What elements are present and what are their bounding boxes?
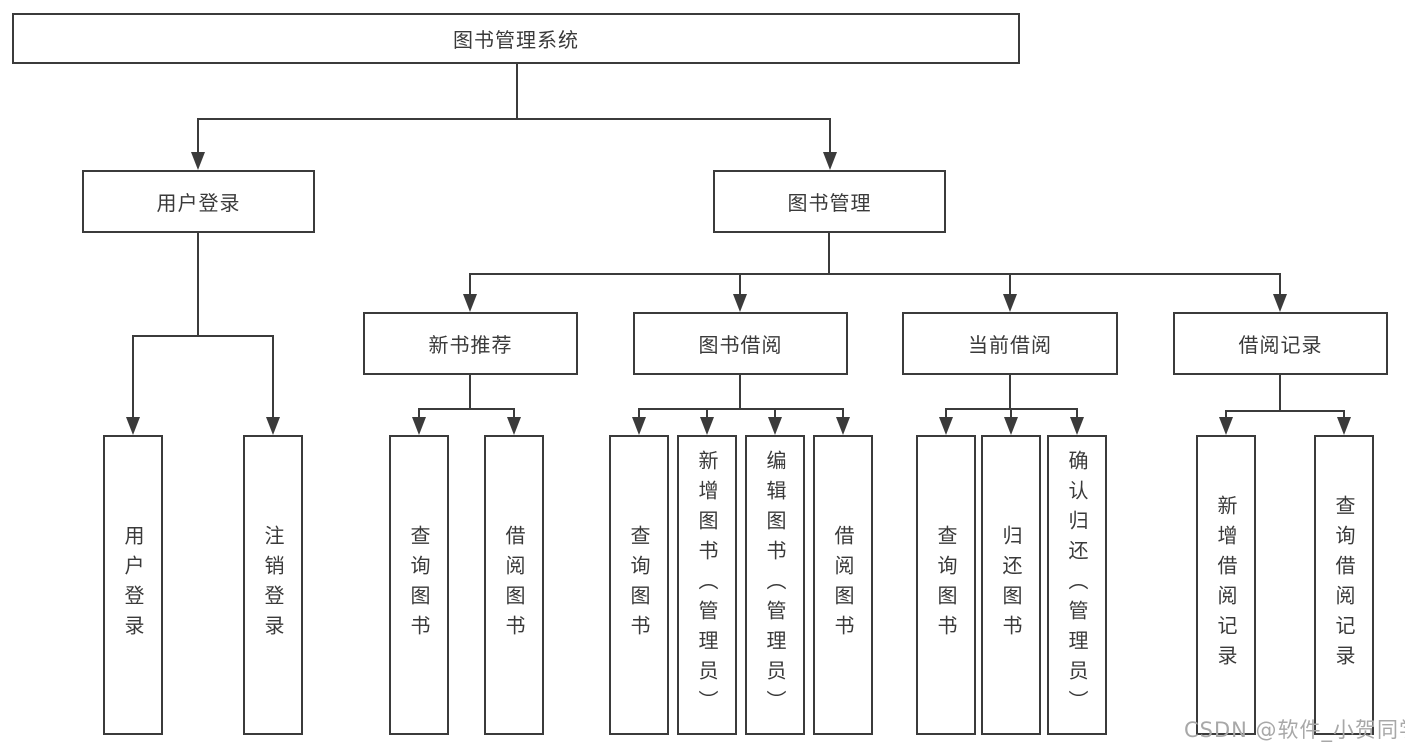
arrow-down-icon: [412, 417, 426, 435]
connector-to-leaf-return-book: [1010, 408, 1012, 417]
connector-to-borrow-record: [1279, 273, 1281, 294]
connector-borrow-record-split: [1225, 410, 1345, 412]
connector-to-current-borrow: [1009, 273, 1011, 294]
connector-book-management-split: [469, 273, 1281, 275]
arrow-down-icon: [1337, 417, 1351, 435]
arrow-down-icon: [266, 417, 280, 435]
arrow-down-icon: [1273, 294, 1287, 312]
connector-to-leaf-query-book-recommend: [418, 408, 420, 417]
leaf-return-book: 归还图书: [981, 435, 1041, 735]
arrow-down-icon: [507, 417, 521, 435]
connector-book-management-stem: [828, 233, 830, 273]
arrow-down-icon: [1003, 294, 1017, 312]
connector-to-leaf-add-book-admin: [706, 408, 708, 417]
connector-root-to-book-management: [829, 118, 831, 152]
arrow-down-icon: [463, 294, 477, 312]
connector-book-borrow-stem: [739, 375, 741, 408]
leaf-confirm-return-admin: 确认归还（管理员）: [1047, 435, 1107, 735]
leaf-edit-book-admin-label: 编辑图书（管理员）: [763, 450, 787, 720]
connector-book-borrow-split: [638, 408, 844, 410]
leaf-user-login: 用户登录: [103, 435, 163, 735]
arrow-down-icon: [733, 294, 747, 312]
connector-to-leaf-borrow-book: [842, 408, 844, 417]
leaf-borrow-book-recommend-label: 借阅图书: [502, 525, 526, 645]
connector-new-book-recommend-stem: [469, 375, 471, 408]
node-book-management-label: 图书管理: [787, 191, 872, 215]
leaf-query-book-current: 查询图书: [916, 435, 976, 735]
connector-to-leaf-query-book-borrow: [638, 408, 640, 417]
arrow-down-icon: [1070, 417, 1084, 435]
node-book-borrow-label: 图书借阅: [698, 333, 783, 357]
arrow-down-icon: [939, 417, 953, 435]
leaf-query-book-recommend-label: 查询图书: [407, 525, 431, 645]
connector-root-stem: [516, 64, 518, 118]
connector-to-leaf-query-book-current: [945, 408, 947, 417]
connector-to-leaf-logout: [272, 335, 274, 417]
connector-to-new-book-recommend: [469, 273, 471, 294]
connector-to-leaf-borrow-book-recommend: [513, 408, 515, 417]
arrow-down-icon: [191, 152, 205, 170]
connector-user-login-stem: [197, 233, 199, 335]
node-new-book-recommend: 新书推荐: [363, 312, 578, 375]
leaf-borrow-book-label: 借阅图书: [831, 525, 855, 645]
leaf-query-book-borrow-label: 查询图书: [627, 525, 651, 645]
node-root: 图书管理系统: [12, 13, 1020, 64]
arrow-down-icon: [126, 417, 140, 435]
connector-to-leaf-query-borrow-record: [1343, 410, 1345, 417]
node-book-borrow: 图书借阅: [633, 312, 848, 375]
connector-borrow-record-stem: [1279, 375, 1281, 410]
leaf-query-book-current-label: 查询图书: [934, 525, 958, 645]
connector-to-leaf-confirm-return-admin: [1076, 408, 1078, 417]
connector-root-split: [197, 118, 831, 120]
leaf-query-book-borrow: 查询图书: [609, 435, 669, 735]
connector-new-book-recommend-split: [418, 408, 515, 410]
node-borrow-record: 借阅记录: [1173, 312, 1388, 375]
connector-root-to-user-login: [197, 118, 199, 152]
connector-to-book-borrow: [739, 273, 741, 294]
connector-to-leaf-user-login: [132, 335, 134, 417]
arrow-down-icon: [1219, 417, 1233, 435]
node-user-login-label: 用户登录: [156, 191, 241, 215]
leaf-query-borrow-record: 查询借阅记录: [1314, 435, 1374, 735]
watermark: CSDN @软件_小贺同学: [1184, 718, 1405, 742]
node-current-borrow-label: 当前借阅: [968, 333, 1052, 357]
leaf-query-book-recommend: 查询图书: [389, 435, 449, 735]
connector-to-leaf-add-borrow-record: [1225, 410, 1227, 417]
leaf-edit-book-admin: 编辑图书（管理员）: [745, 435, 805, 735]
leaf-logout-label: 注销登录: [261, 525, 285, 645]
leaf-add-book-admin-label: 新增图书（管理员）: [695, 450, 719, 720]
arrow-down-icon: [700, 417, 714, 435]
node-new-book-recommend-label: 新书推荐: [428, 333, 513, 357]
node-book-management: 图书管理: [713, 170, 946, 233]
leaf-return-book-label: 归还图书: [999, 525, 1023, 645]
leaf-user-login-label: 用户登录: [121, 525, 145, 645]
leaf-borrow-book-recommend: 借阅图书: [484, 435, 544, 735]
leaf-add-borrow-record-label: 新增借阅记录: [1214, 495, 1238, 675]
leaf-add-book-admin: 新增图书（管理员）: [677, 435, 737, 735]
node-user-login: 用户登录: [82, 170, 315, 233]
arrow-down-icon: [836, 417, 850, 435]
arrow-down-icon: [768, 417, 782, 435]
connector-to-leaf-edit-book-admin: [774, 408, 776, 417]
connector-user-login-split: [132, 335, 274, 337]
leaf-logout: 注销登录: [243, 435, 303, 735]
leaf-add-borrow-record: 新增借阅记录: [1196, 435, 1256, 735]
arrow-down-icon: [1004, 417, 1018, 435]
arrow-down-icon: [823, 152, 837, 170]
node-borrow-record-label: 借阅记录: [1238, 333, 1323, 357]
arrow-down-icon: [632, 417, 646, 435]
node-current-borrow: 当前借阅: [902, 312, 1118, 375]
leaf-borrow-book: 借阅图书: [813, 435, 873, 735]
leaf-query-borrow-record-label: 查询借阅记录: [1332, 495, 1356, 675]
node-root-label: 图书管理系统: [453, 28, 579, 52]
leaf-confirm-return-admin-label: 确认归还（管理员）: [1065, 450, 1089, 720]
connector-current-borrow-stem: [1009, 375, 1011, 408]
